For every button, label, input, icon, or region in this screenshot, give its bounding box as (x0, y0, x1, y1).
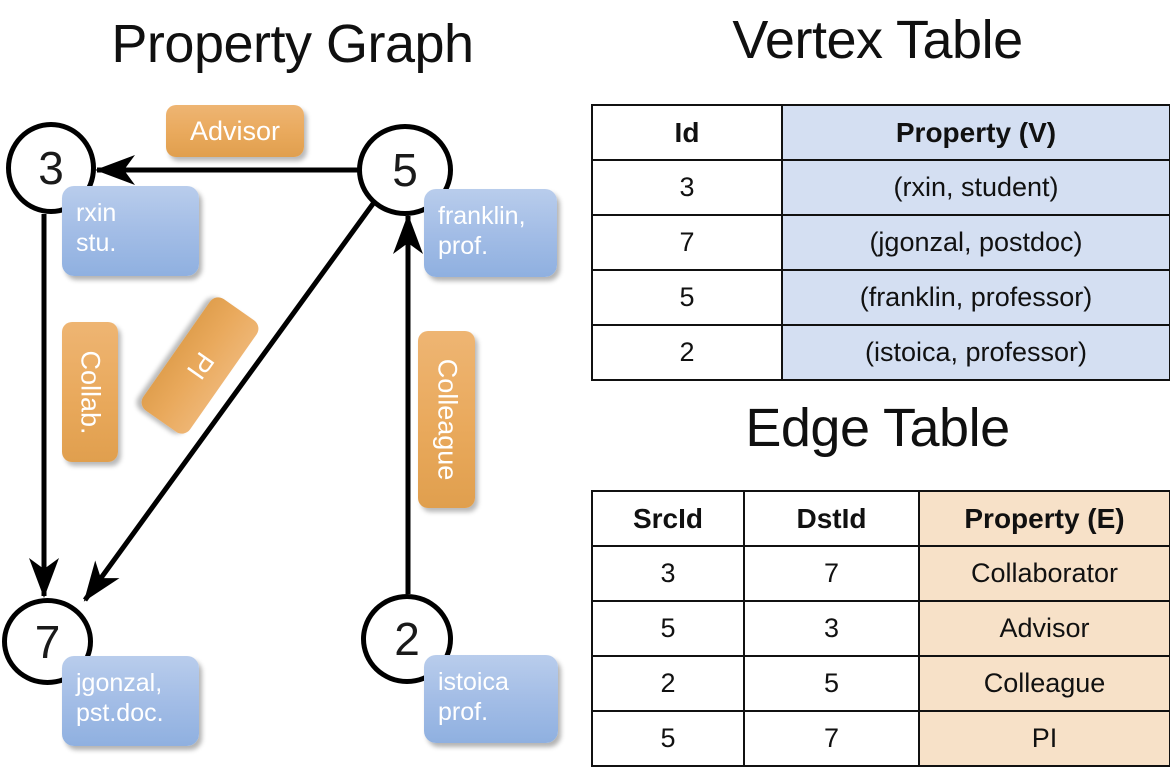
vertex-cell-id: 7 (591, 214, 783, 271)
vertex-property-5-line1: franklin, (438, 202, 526, 230)
page-title-vertex-table: Vertex Table (732, 10, 1023, 70)
table-row: 3 7 Collaborator (591, 545, 1170, 602)
graph-node-5[interactable]: 5 (357, 124, 453, 216)
page-title-edge-table: Edge Table (745, 398, 1010, 458)
vertex-property-3-line2: stu. (76, 229, 117, 257)
vertex-table-header-row: Id Property (V) (591, 104, 1170, 161)
vertex-cell-property: (rxin, student) (781, 159, 1170, 216)
vertex-property-2-line1: istoica (438, 668, 509, 696)
vertex-property-box-3: rxin stu. (62, 186, 199, 276)
table-row: 5 3 Advisor (591, 600, 1170, 657)
table-row: 5 (franklin, professor) (591, 269, 1170, 326)
edge-label-collab-box: Collab. (62, 322, 118, 462)
edge-label-colleague-text: Colleague (432, 358, 462, 481)
edge-table-header-srcid: SrcId (591, 490, 745, 547)
vertex-table: Id Property (V) 3 (rxin, student) 7 (jgo… (591, 104, 1170, 381)
graph-node-7-label: 7 (34, 615, 61, 668)
edge-cell-dstid: 3 (743, 600, 920, 657)
graph-node-3-label: 3 (38, 142, 64, 194)
edge-arrow-pi (82, 199, 378, 602)
vertex-property-2-line2: prof. (438, 698, 489, 726)
edge-table-header-property: Property (E) (918, 490, 1170, 547)
edge-cell-dstid: 7 (743, 545, 920, 602)
vertex-cell-property: (franklin, professor) (781, 269, 1170, 326)
vertex-cell-id: 3 (591, 159, 783, 216)
edge-cell-property: Collaborator (918, 545, 1170, 602)
edge-table-header-dstid: DstId (743, 490, 920, 547)
vertex-property-box-5: franklin, prof. (424, 189, 557, 277)
table-row: 2 5 Colleague (591, 655, 1170, 712)
vertex-property-box-7: jgonzal, pst.doc. (62, 656, 199, 746)
graph-edges-layer (29, 155, 423, 602)
table-row: 2 (istoica, professor) (591, 324, 1170, 381)
property-graph-diagram: 3 5 7 2 rxin stu. franklin, prof. jgonza… (0, 0, 585, 760)
edge-table: SrcId DstId Property (E) 3 7 Collaborato… (591, 490, 1170, 767)
vertex-property-3-line1: rxin (76, 199, 117, 227)
vertex-property-5-line2: prof. (438, 232, 489, 260)
table-row: 7 (jgonzal, postdoc) (591, 214, 1170, 271)
edge-cell-property: Advisor (918, 600, 1170, 657)
table-row: 3 (rxin, student) (591, 159, 1170, 216)
graph-node-2[interactable]: 2 (361, 594, 453, 684)
vertex-cell-property: (jgonzal, postdoc) (781, 214, 1170, 271)
edge-cell-property: Colleague (918, 655, 1170, 712)
edge-cell-property: PI (918, 710, 1170, 767)
table-row: 5 7 PI (591, 710, 1170, 767)
edge-cell-srcid: 5 (591, 710, 745, 767)
edge-cell-srcid: 3 (591, 545, 745, 602)
edge-label-collab-text: Collab. (75, 349, 106, 435)
edge-cell-dstid: 5 (743, 655, 920, 712)
edge-cell-dstid: 7 (743, 710, 920, 767)
vertex-property-7-line1: jgonzal, (76, 669, 163, 697)
vertex-cell-property: (istoica, professor) (781, 324, 1170, 381)
vertex-property-box-2: istoica prof. (424, 655, 558, 743)
edge-cell-srcid: 5 (591, 600, 745, 657)
graph-node-2-label: 2 (394, 613, 420, 665)
graph-node-5-label: 5 (392, 144, 418, 196)
vertex-property-7-line2: pst.doc. (76, 699, 164, 727)
edge-cell-srcid: 2 (591, 655, 745, 712)
vertex-table-header-id: Id (591, 104, 783, 161)
vertex-cell-id: 2 (591, 324, 783, 381)
edge-table-header-row: SrcId DstId Property (E) (591, 490, 1170, 547)
vertex-cell-id: 5 (591, 269, 783, 326)
edge-label-advisor-box: Advisor (166, 105, 304, 157)
edge-label-advisor-text: Advisor (189, 115, 281, 146)
edge-label-pi-text: PI (180, 346, 221, 385)
edge-label-colleague-box: Colleague (418, 331, 475, 508)
vertex-table-header-property: Property (V) (781, 104, 1170, 161)
page-title-property-graph: Property Graph (111, 14, 474, 74)
